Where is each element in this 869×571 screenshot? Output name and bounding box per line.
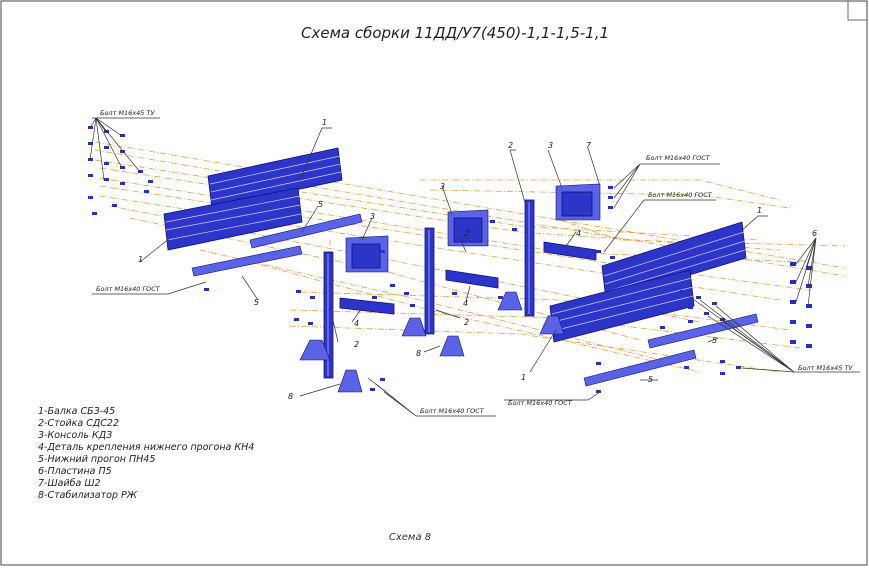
- bolts-upper-left: [88, 126, 153, 215]
- console-right: [555, 183, 601, 221]
- legend-item: 4-Деталь крепления нижнего прогона КН4: [38, 442, 254, 453]
- label-part-4-c: 4: [576, 229, 581, 238]
- label-part-8-a: 8: [288, 392, 293, 401]
- callout-bolt-m16x40-gost-center: Болт М16х40 ГОСТ: [508, 399, 573, 407]
- bracket-right: [543, 241, 597, 261]
- bracket-middle: [445, 269, 499, 289]
- legend-item: 8-Стабилизатор РЖ: [38, 490, 138, 501]
- stabilizer-3: [401, 317, 427, 337]
- label-part-2-c: 2: [464, 318, 469, 327]
- label-part-6: 6: [812, 229, 817, 238]
- label-part-5-d: 5: [712, 336, 717, 345]
- callout-bolt-m16x45-tu-left: Болт М16х45 ТУ: [100, 109, 155, 117]
- lower-rail-upper: [249, 213, 363, 249]
- callout-bolt-m16x45-tu-right: Болт М16х45 ТУ: [798, 364, 853, 372]
- label-part-2-a: 2: [508, 141, 513, 150]
- plates-group: [790, 262, 812, 348]
- stabilizer-4: [439, 335, 465, 357]
- callout-bolt-m16x40-gost-top: Болт М16х40 ГОСТ: [646, 154, 711, 162]
- legend-item: 5-Нижний прогон ПН45: [38, 454, 155, 465]
- bolts-right: [596, 186, 741, 393]
- label-part-3-b: 3: [440, 182, 445, 191]
- lower-rail-right-mid: [647, 313, 759, 349]
- label-part-1-a: 1: [322, 118, 327, 127]
- stabilizer-1: [299, 339, 331, 361]
- parts-legend: 1-Балка СБЗ-45 2-Стойка СДС22 3-Консоль …: [38, 406, 254, 501]
- label-part-4-a: 4: [354, 319, 359, 328]
- post-middle: [424, 227, 435, 335]
- corner-box: [847, 0, 868, 21]
- lower-rail-right-low: [583, 349, 697, 387]
- label-part-1-d: 1: [521, 373, 526, 382]
- label-part-8-b: 8: [416, 349, 421, 358]
- legend-item: 3-Консоль КДЗ: [38, 430, 112, 441]
- legend-item: 6-Пластина П5: [38, 466, 112, 477]
- label-part-2-b: 2: [354, 340, 359, 349]
- legend-item: 1-Балка СБЗ-45: [38, 406, 115, 417]
- stabilizer-5: [497, 291, 523, 311]
- label-part-1-c: 1: [757, 206, 762, 215]
- beam-upper-left: [207, 147, 343, 209]
- legend-item: 7-Шайба Ш2: [38, 478, 101, 489]
- label-part-7: 7: [586, 141, 592, 150]
- bracket-left: [339, 297, 395, 315]
- callout-bolt-m16x40-gost-left: Болт М16х40 ГОСТ: [96, 285, 161, 293]
- scheme-caption: Схема 8: [389, 532, 431, 543]
- label-part-3-a: 3: [548, 141, 553, 150]
- label-part-5-a: 5: [318, 200, 323, 209]
- console-left: [345, 235, 389, 273]
- stabilizer-2: [337, 369, 363, 393]
- callout-bolt-m16x40-gost-bottom: Болт М16х40 ГОСТ: [420, 407, 485, 415]
- beam-right-upper: [601, 221, 747, 301]
- label-part-1-b: 1: [138, 255, 143, 264]
- label-part-2-d: 2: [464, 229, 469, 238]
- drawing-title: Схема сборки 11ДД/У7(450)-1,1-1,5-1,1: [301, 24, 609, 42]
- label-part-5-c: 5: [648, 375, 653, 384]
- beam-mid-left: [163, 187, 303, 251]
- label-part-5-b: 5: [254, 298, 259, 307]
- callout-bolt-m16x40-gost-right: Болт М16х40 ГОСТ: [648, 191, 713, 199]
- bolts-center: [204, 220, 517, 391]
- post-right: [524, 199, 535, 317]
- leader-lines: [89, 117, 860, 417]
- console-middle: [447, 209, 489, 247]
- legend-item: 2-Стойка СДС22: [38, 418, 119, 429]
- label-part-3-c: 3: [370, 212, 375, 221]
- lower-rail-left: [191, 245, 303, 277]
- label-part-4-b: 4: [463, 299, 468, 308]
- stabilizer-6: [539, 315, 565, 335]
